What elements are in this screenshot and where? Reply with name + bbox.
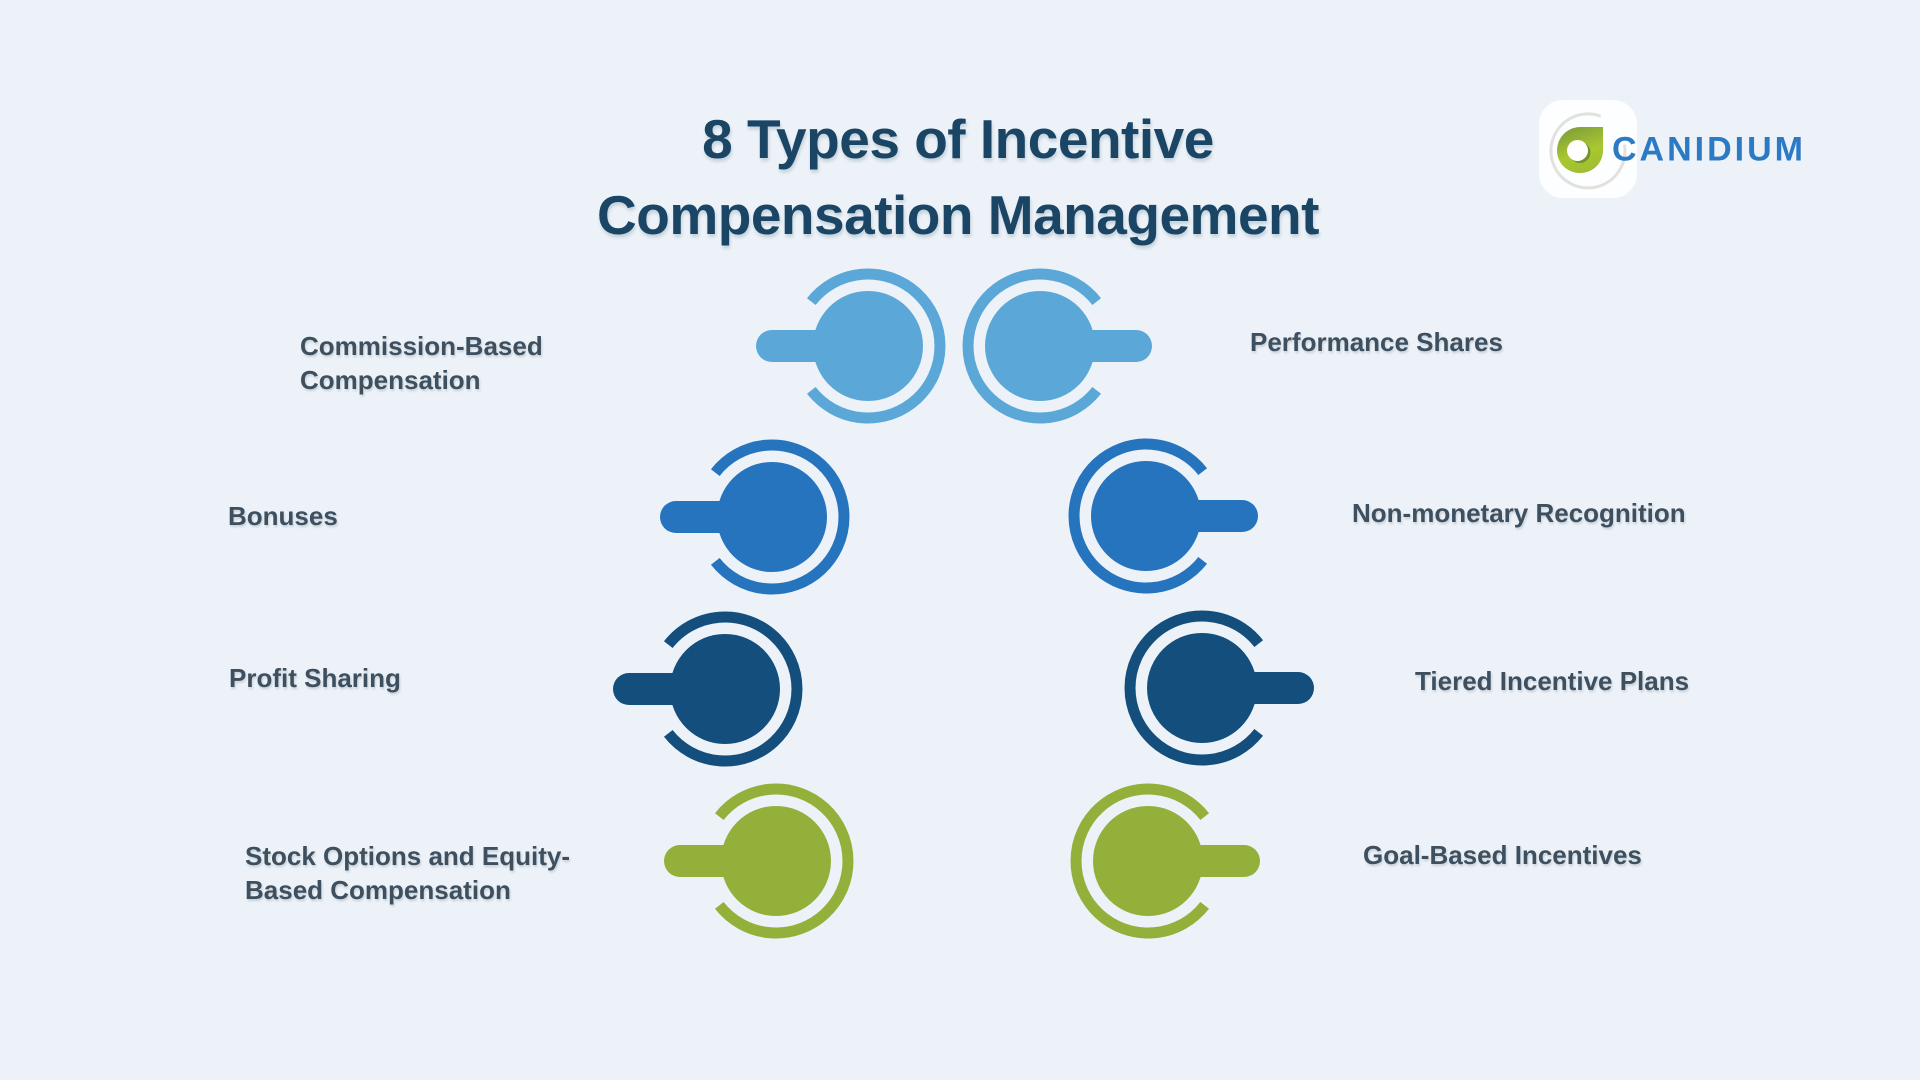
- logo-wordmark: CANIDIUM: [1612, 130, 1806, 169]
- leaf-drop-icon: [1557, 127, 1603, 173]
- circle-marker-icon: [660, 439, 850, 595]
- item-label: Tiered Incentive Plans: [1415, 666, 1690, 696]
- title-line-1: 8 Types of Incentive: [702, 108, 1214, 170]
- item-label: Profit Sharing: [229, 663, 401, 693]
- item-label: Commission-Based Compensation: [300, 331, 543, 395]
- title-line-2: Compensation Management: [597, 184, 1319, 246]
- item-label: Stock Options and Equity- Based Compensa…: [245, 841, 571, 905]
- item-label: Bonuses: [228, 501, 338, 531]
- circle-marker-icon: [1068, 438, 1258, 594]
- circle-marker-icon: [1070, 783, 1260, 939]
- logo-arc-icon: [1549, 112, 1627, 190]
- item-label: Goal-Based Incentives: [1363, 840, 1642, 870]
- circle-marker-icon: [1124, 610, 1314, 766]
- circle-marker-icon: [664, 783, 854, 939]
- circle-marker-icon: [962, 268, 1152, 424]
- leaf-hole: [1567, 140, 1588, 161]
- page-title: 8 Types of Incentive Compensation Manage…: [0, 101, 1916, 253]
- circle-marker-icon: [756, 268, 946, 424]
- circle-marker-icon: [613, 611, 803, 767]
- item-label: Performance Shares: [1250, 327, 1503, 357]
- item-label: Non-monetary Recognition: [1352, 498, 1686, 528]
